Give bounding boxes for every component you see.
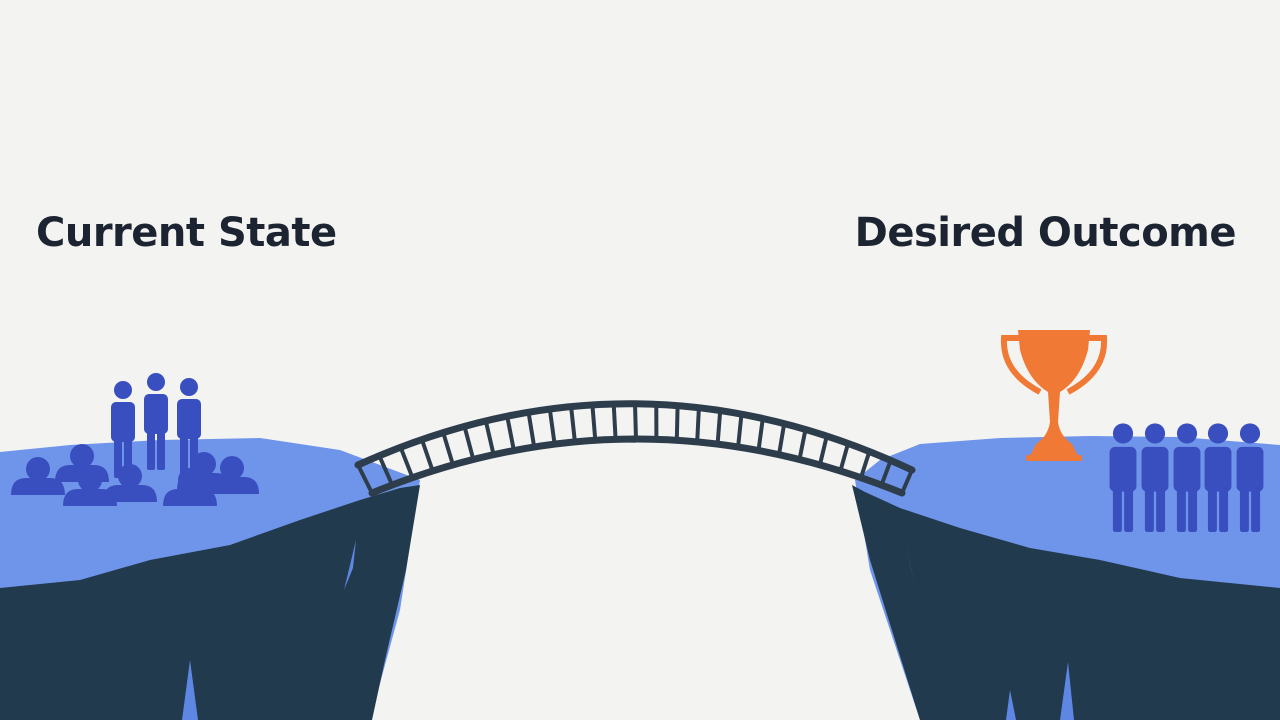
left-cliff (0, 438, 420, 720)
desired-outcome-label: Desired Outcome (854, 210, 1237, 256)
bridge-slat (483, 418, 496, 457)
bridge-slat (462, 424, 476, 462)
bridge-slat (441, 430, 455, 467)
bridge-slat (736, 412, 744, 449)
bridge-slat (879, 458, 893, 487)
bridge-slat (611, 401, 618, 442)
bridge-slat (398, 445, 415, 480)
bridge-slat (756, 416, 765, 453)
bridge-slat (715, 408, 723, 447)
bridge-slat (505, 414, 516, 453)
bridge-slat (900, 468, 914, 495)
bridge-slat (797, 427, 808, 462)
bridge-slat (526, 410, 537, 449)
bridge-slat (695, 405, 701, 444)
bridge-slat (377, 453, 395, 487)
bridge-slat (633, 401, 638, 441)
bridge-slat (356, 463, 374, 495)
bridge-slat (419, 437, 435, 473)
bridge-icon (354, 400, 916, 497)
bridge-slat (838, 441, 851, 473)
trophy-icon (1000, 330, 1108, 461)
right-cliff (852, 436, 1280, 720)
bridge-slat (777, 421, 787, 457)
bridge-slat (858, 449, 872, 480)
bridge-slat (590, 402, 598, 443)
bridge-slat (674, 403, 680, 443)
bridge-slat (817, 434, 829, 467)
bridge-slat (547, 407, 557, 447)
current-state-label: Current State (36, 210, 337, 256)
bridge-slat (569, 404, 577, 444)
